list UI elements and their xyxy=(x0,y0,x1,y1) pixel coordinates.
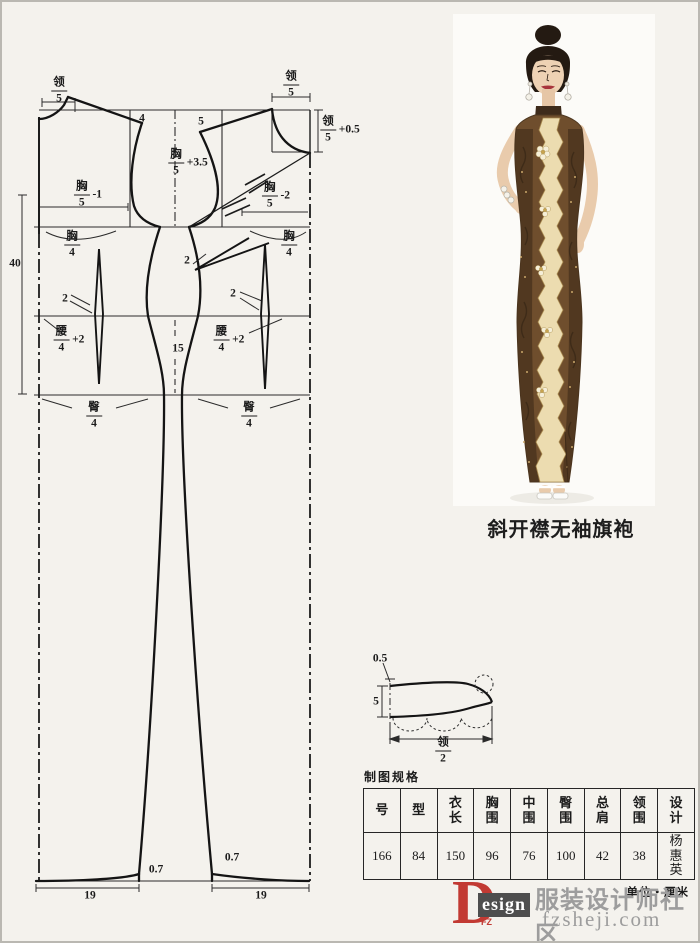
dim-label-dart-width-front: 2 xyxy=(184,254,190,267)
spec-value-cell: 100 xyxy=(546,832,585,880)
spec-value-cell: 84 xyxy=(399,832,438,880)
pattern-speckles xyxy=(520,171,577,468)
spec-header-cell: 号 xyxy=(363,788,401,833)
dim-label-back-length-40: 40 xyxy=(9,257,21,270)
spec-value-cell: 166 xyxy=(363,832,401,880)
dress-slit xyxy=(564,431,569,483)
lips xyxy=(541,85,555,90)
dim-label-collar-height-5: 5 xyxy=(373,695,379,708)
dimension-lines xyxy=(18,93,323,892)
spec-header-cell: 设计 xyxy=(657,788,695,833)
model-right-arm xyxy=(573,124,598,246)
spec-header-cell: 胸围 xyxy=(473,788,512,833)
watermark-esign-box: esign xyxy=(478,893,531,917)
fold-edges xyxy=(38,110,311,881)
spec-value-cell: 杨惠英 xyxy=(657,832,695,880)
watermark-site-name: 服装设计师社区 xyxy=(535,888,685,943)
model-photo xyxy=(453,14,655,506)
flower-appliques xyxy=(535,145,553,398)
garment-outline xyxy=(34,95,312,883)
dim-label-dart-width-right: 2 xyxy=(230,287,236,300)
watermark: D esign FZ 服装设计师社区 fzsheji.com xyxy=(450,869,698,943)
spec-value-cell: 76 xyxy=(510,832,548,880)
spec-value-cell: 38 xyxy=(620,832,659,880)
slant-opening xyxy=(188,152,311,228)
dim-label-shoulder-drop-back: 4 xyxy=(139,112,145,125)
collar-diagram xyxy=(377,662,494,744)
unit-note: 单位・厘米 xyxy=(626,886,689,899)
pearl-bracelet xyxy=(500,185,515,204)
dim-label-hem-width-right: 19 xyxy=(255,889,267,902)
spec-header-cell: 领围 xyxy=(620,788,659,833)
dim-label-hem-rise-left: 0.7 xyxy=(148,863,164,876)
earrings xyxy=(525,81,572,101)
spec-header-cell: 衣长 xyxy=(436,788,475,833)
spec-header-cell: 型 xyxy=(399,788,438,833)
darts xyxy=(94,237,270,390)
hair-bun xyxy=(535,25,561,45)
spec-value-cell: 96 xyxy=(473,832,512,880)
watermark-site-url: fzsheji.com xyxy=(542,907,662,931)
sandals xyxy=(536,485,569,500)
dim-label-waist-hip-15: 15 xyxy=(172,342,184,355)
spec-header-cell: 总肩 xyxy=(583,788,622,833)
spec-value-cell: 42 xyxy=(583,832,622,880)
dim-label-dart-width-left: 2 xyxy=(62,292,68,305)
dim-label-collar-edge-05: 0.5 xyxy=(372,652,388,665)
dim-label-hem-width-left: 19 xyxy=(84,889,96,902)
watermark-fz: FZ xyxy=(481,917,492,927)
dim-label-shoulder-drop-front: 5 xyxy=(198,115,204,128)
face-features xyxy=(536,65,561,82)
dim-label-hem-rise-right: 0.7 xyxy=(224,851,240,864)
photo-caption: 斜开襟无袖旗袍 xyxy=(487,519,635,541)
spec-header-cell: 臀围 xyxy=(546,788,585,833)
batik-squiggles xyxy=(519,146,578,441)
spec-header-cell: 中围 xyxy=(510,788,548,833)
spec-table-title: 制图规格 xyxy=(364,770,421,784)
